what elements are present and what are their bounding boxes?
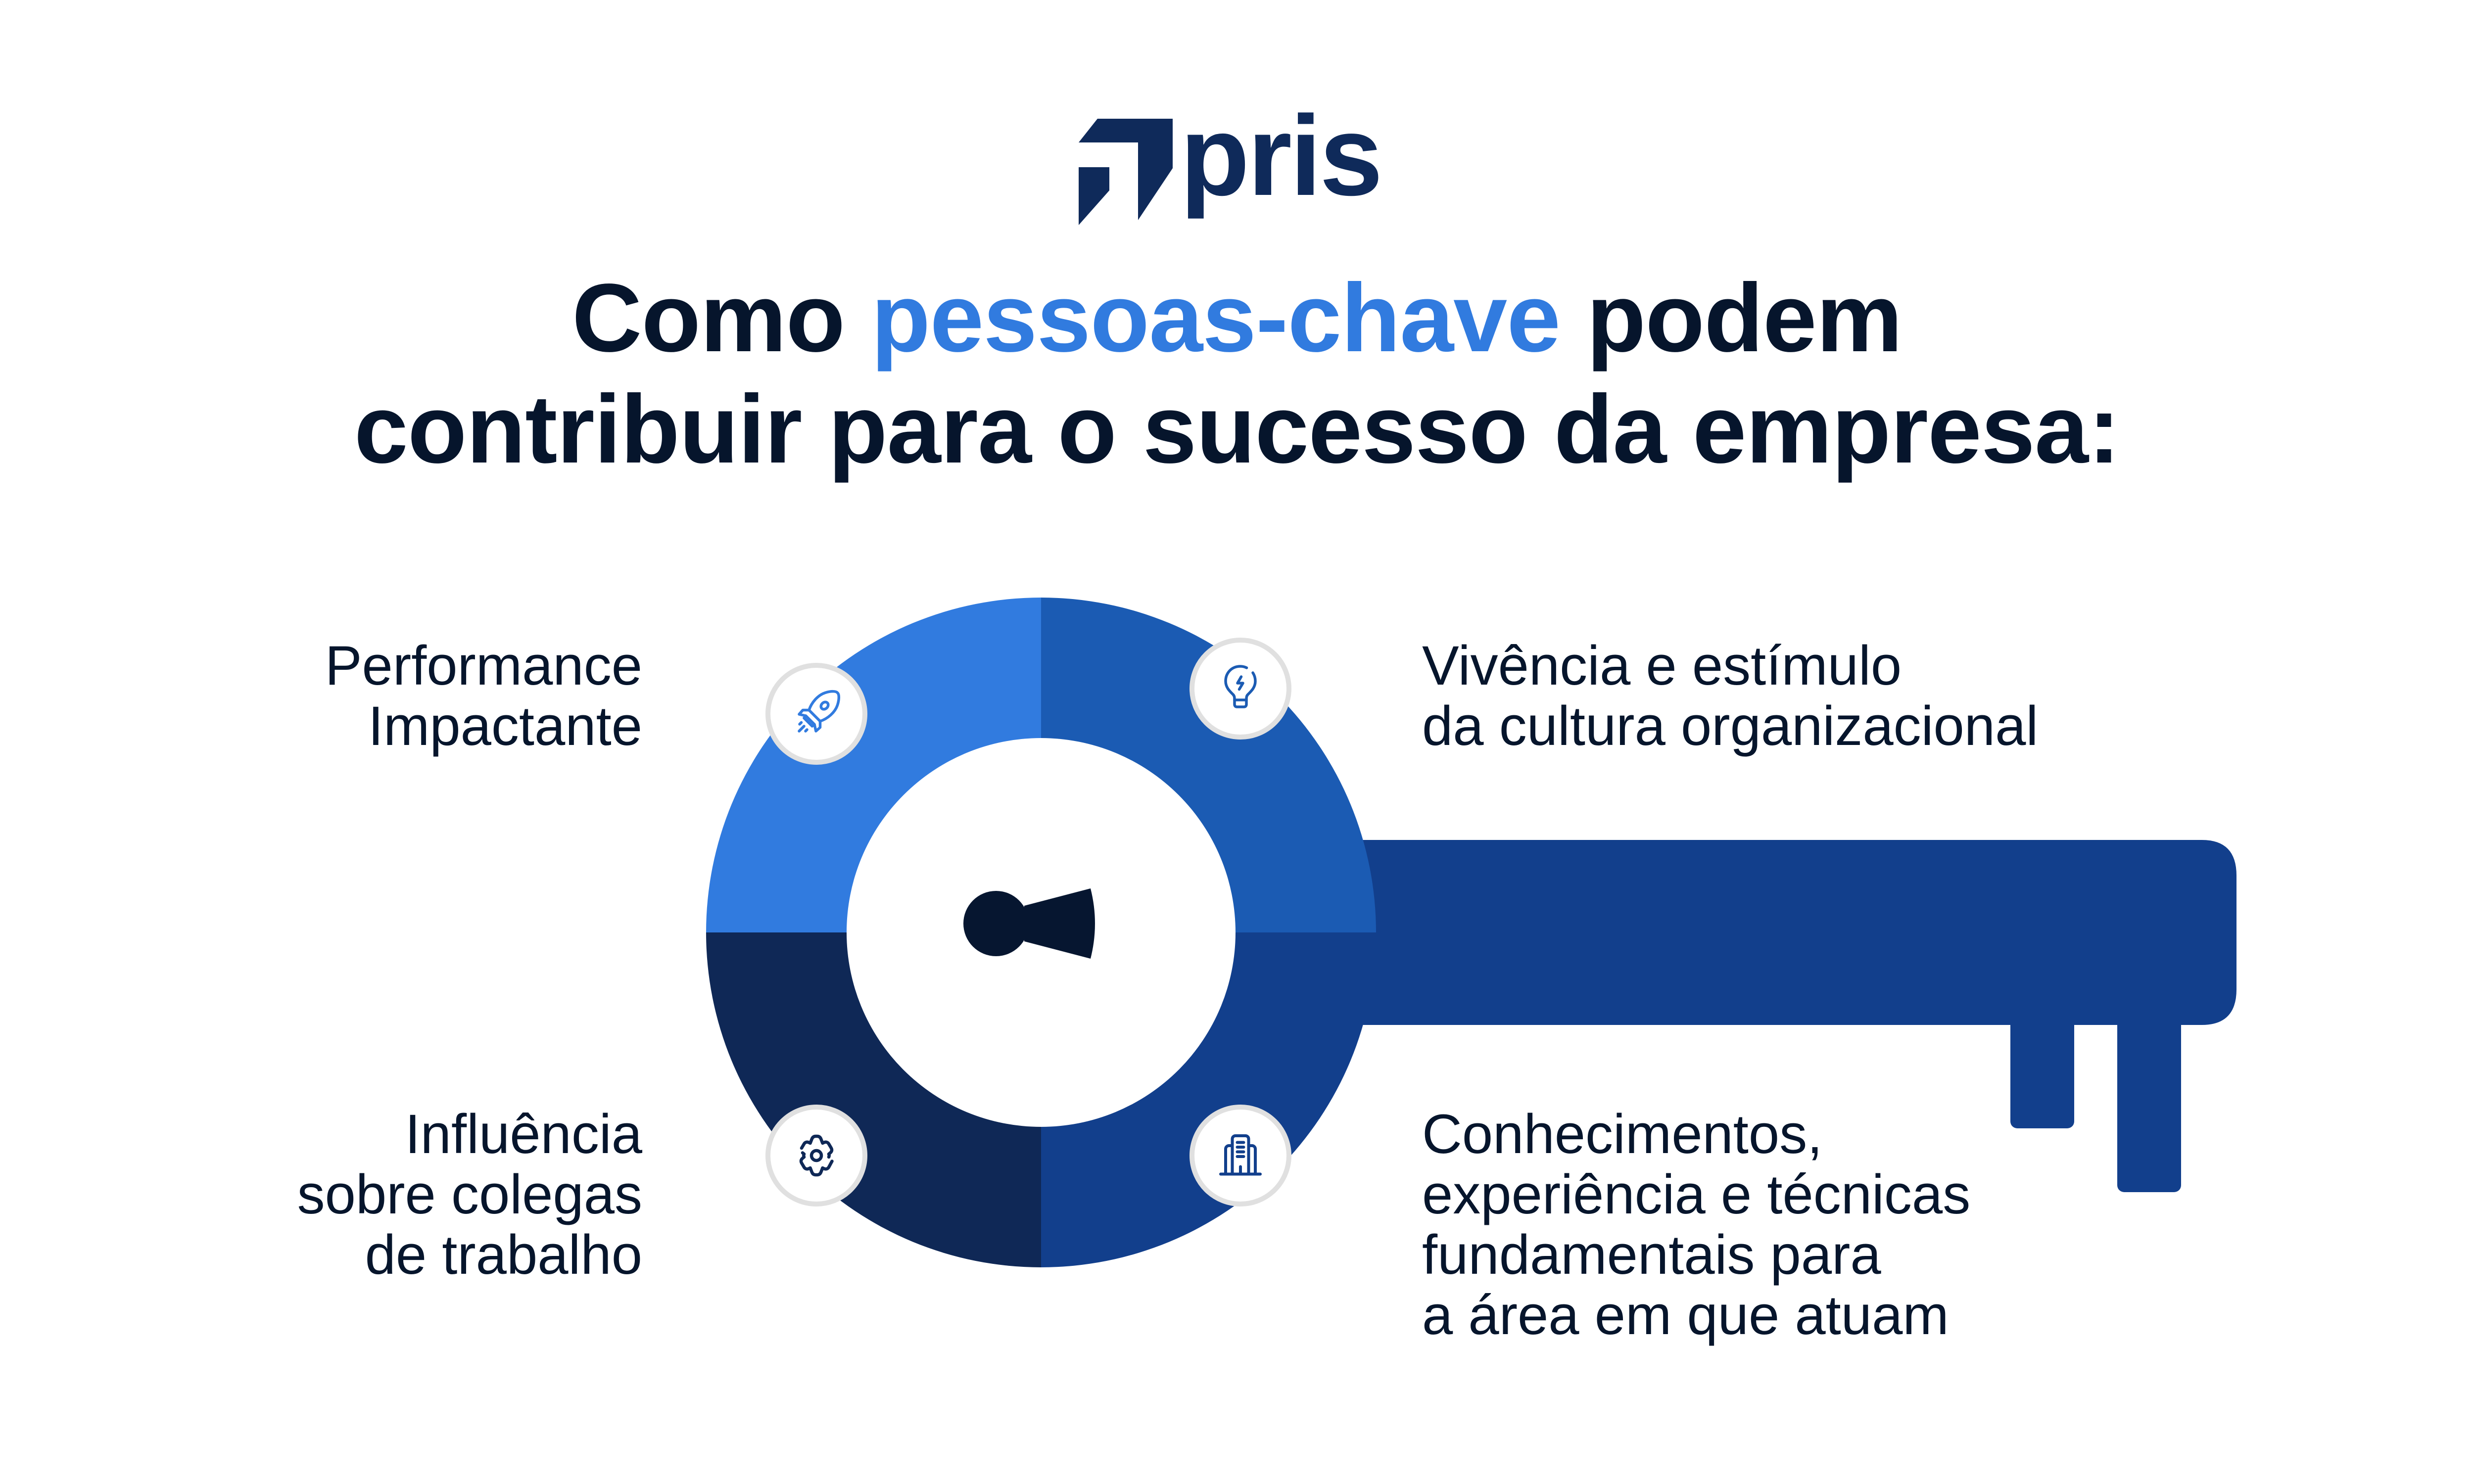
gear-icon [799, 1134, 834, 1177]
label-culture: Vivência e estímulo da cultura organizac… [1422, 635, 2039, 757]
lightbulb-icon [1224, 665, 1257, 708]
key-tooth-1 [2010, 1009, 2074, 1128]
logo-wordmark: pris [1180, 92, 1383, 219]
title-highlight: pessoas-chave [871, 264, 1561, 372]
label-knowledge: Conhecimentos, experiência e técnicas fu… [1422, 1103, 1971, 1346]
title-prefix: Como [571, 264, 871, 372]
building-icon [1219, 1134, 1262, 1176]
pris-logo: pris [1079, 99, 1425, 225]
building-badge [1189, 1105, 1291, 1206]
label-influence: Influência sobre colegas de trabalho [297, 1103, 642, 1286]
rocket-badge [765, 663, 867, 765]
lightbulb-badge [1189, 638, 1291, 740]
page-title-line-2: contribuir para o sucesso da empresa: [354, 375, 2120, 483]
rocket-icon [798, 690, 841, 733]
page-title-line-1: Como pessoas-chave podem [0, 270, 2474, 367]
keyhole-icon [963, 888, 1095, 959]
key-tooth-2 [2117, 1009, 2181, 1192]
label-performance: Performance Impactante [325, 635, 642, 757]
title-suffix: podem [1560, 264, 1903, 372]
key-shaft [1286, 840, 2236, 1025]
pris-arrow-logo-icon [1079, 119, 1173, 225]
gear-badge [765, 1105, 867, 1206]
